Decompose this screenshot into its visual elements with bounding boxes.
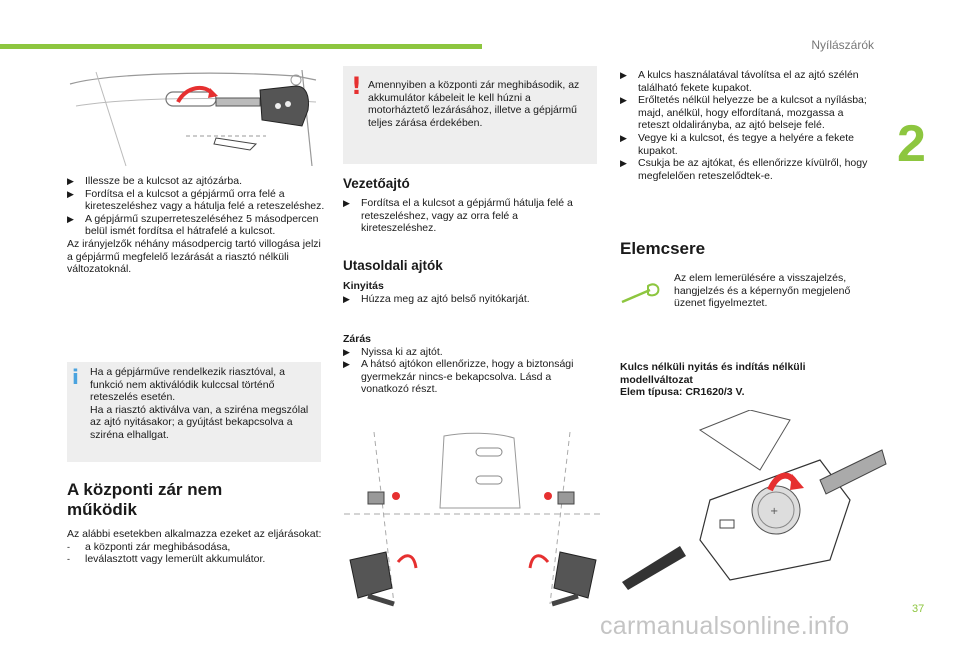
latch-instructions: ▶A kulcs használatával távolítsa el az a…	[620, 69, 868, 182]
passenger-door-lock-illustration	[344, 431, 602, 607]
section-title: Nyílászárók	[811, 38, 874, 52]
arrow-bullet-icon: ▶	[343, 293, 350, 304]
lock-instructions: Zárás ▶Nyissa ki az ajtót. ▶A hátsó ajtó…	[343, 333, 593, 396]
svg-text:+: +	[770, 506, 778, 517]
arrow-bullet-icon: ▶	[620, 70, 627, 80]
arrow-bullet-icon: ▶	[67, 213, 74, 224]
passenger-doors-heading: Utasoldali ajtók	[343, 258, 443, 273]
arrow-bullet-icon: ▶	[620, 158, 627, 169]
door-key-illustration	[69, 69, 317, 167]
arrow-bullet-icon: ▶	[343, 359, 350, 370]
list-item: a központi zár meghibásodása,	[85, 540, 231, 553]
wrench-icon	[621, 283, 660, 304]
lock-label: Zárás	[343, 333, 372, 345]
unlock-label: Kinyitás	[343, 280, 384, 292]
arrow-bullet-icon: ▶	[620, 95, 627, 106]
lock-confirmation-paragraph: Az irányjelzők néhány másodpercig tartó …	[67, 237, 321, 276]
chapter-number: 2	[897, 115, 926, 173]
top-accent-bar	[0, 44, 482, 49]
driver-door-instructions: ▶Fordítsa el a kulcsot a gépjármű hátulj…	[343, 197, 573, 235]
door-key-instructions: ▶Illessze be a kulcsot az ajtózárba. ▶Fo…	[67, 175, 329, 276]
arrow-bullet-icon: ▶	[67, 176, 74, 186]
info-icon: i	[72, 365, 79, 389]
warning-box: ! Amennyiben a központi zár meghibásodik…	[343, 66, 597, 164]
unlock-instructions: Kinyitás ▶Húzza meg az ajtó belső nyitók…	[343, 280, 593, 305]
battery-type-info: Kulcs nélküli nyitás és indítás nélküli …	[620, 361, 876, 399]
section-heading-central-lock: A központi zár nem működik	[67, 480, 223, 519]
warning-icon: !	[351, 72, 362, 100]
page-number: 37	[912, 603, 925, 615]
driver-door-heading: Vezetőajtó	[343, 176, 410, 191]
info-box-line: Ha a riasztó aktiválva van, a sziréna me…	[90, 403, 309, 441]
battery-type: Elem típusa: CR1620/3 V.	[620, 386, 745, 399]
arrow-bullet-icon: ▶	[67, 188, 74, 199]
central-lock-intro: Az alábbi esetekben alkalmazza ezeket az…	[67, 528, 322, 566]
arrow-bullet-icon: ▶	[343, 198, 350, 208]
key-battery-illustration: +	[622, 410, 887, 590]
list-item: leválasztott vagy lemerült akkumulátor.	[85, 553, 266, 566]
watermark: carmanualsonline.info	[600, 612, 850, 640]
info-box-line: Ha a gépjárműve rendelkezik riasztóval, …	[90, 366, 285, 404]
arrow-bullet-icon: ▶	[620, 132, 627, 143]
battery-replacement-heading: Elemcsere	[620, 239, 706, 258]
arrow-bullet-icon: ▶	[343, 346, 350, 357]
info-box: i Ha a gépjárműve rendelkezik riasztóval…	[67, 362, 321, 462]
battery-warning-text: Az elem lemerülésére a visszajelzés, han…	[674, 272, 851, 310]
